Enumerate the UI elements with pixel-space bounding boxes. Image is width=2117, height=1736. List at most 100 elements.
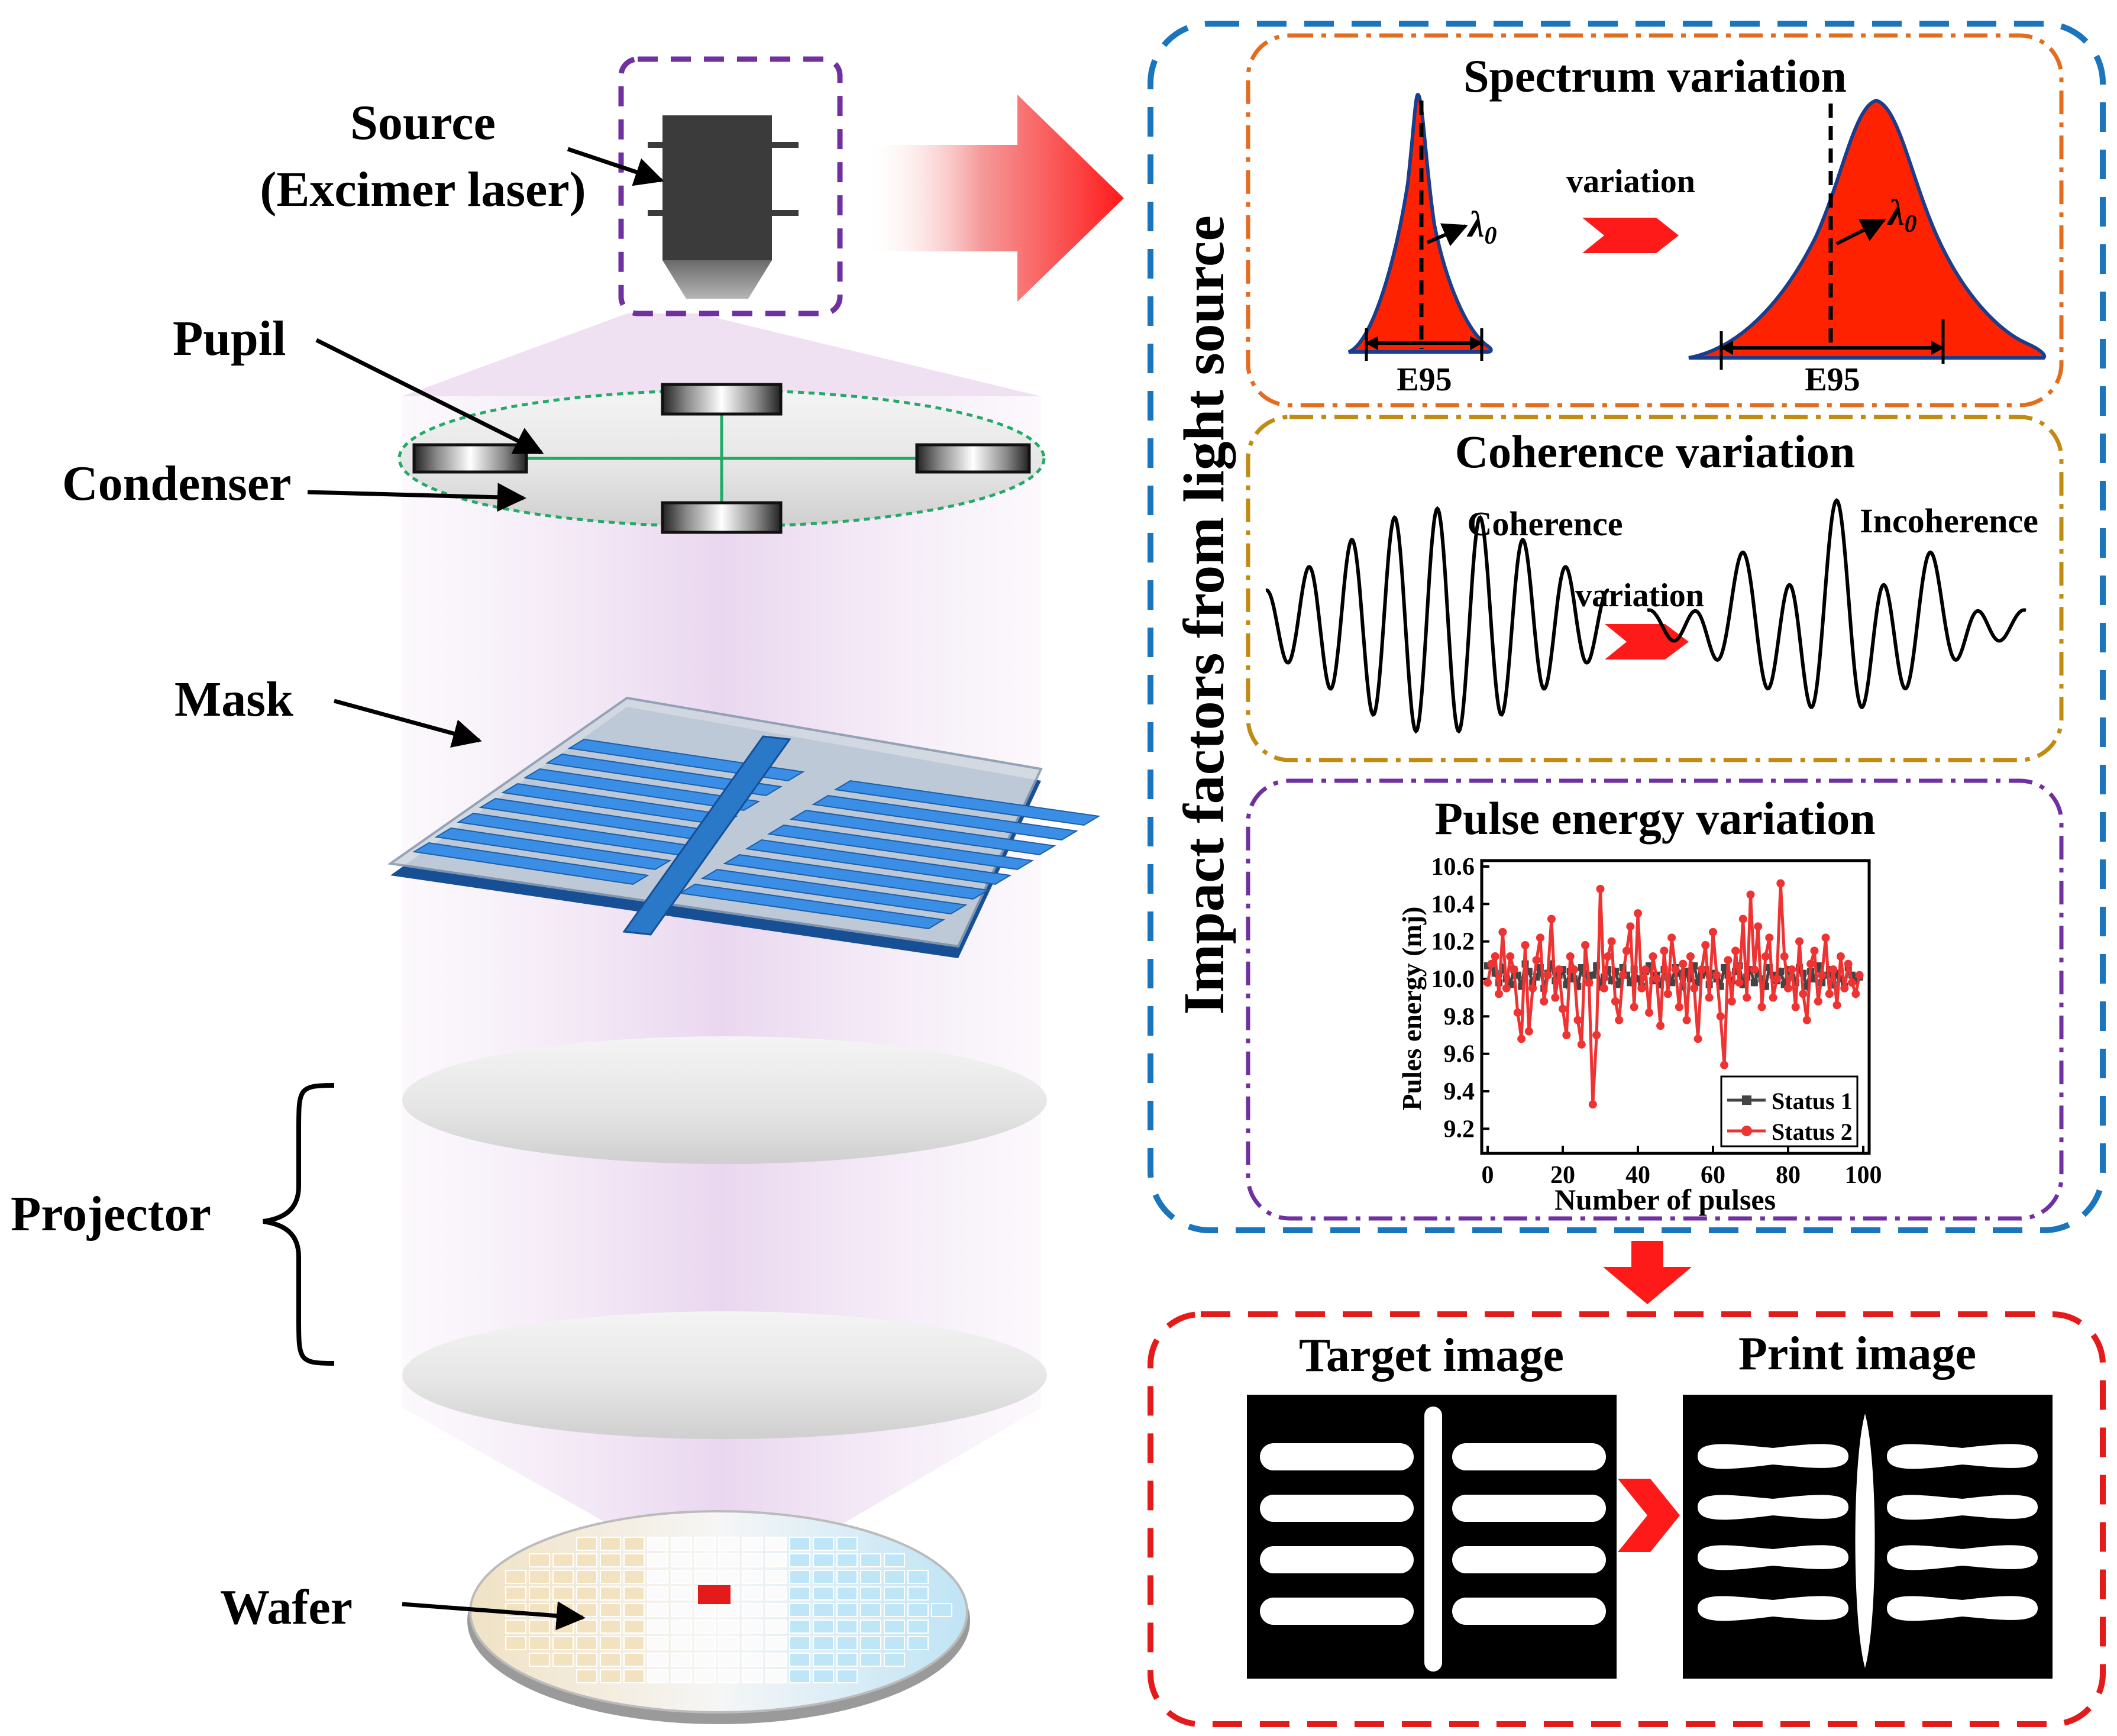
wafer-die [907,1603,929,1617]
factors-to-output-arrow [1603,1241,1692,1304]
data-point [1818,971,1827,979]
data-point [1667,933,1676,942]
data-point [1547,914,1556,923]
data-point [1577,1040,1586,1049]
data-point [1825,990,1834,998]
target-image-title: Target image [1299,1330,1564,1382]
coherence-variation-label: variation [1575,577,1704,614]
wafer-die [718,1653,739,1667]
wafer-die [647,1669,668,1683]
data-point [1682,1016,1691,1024]
wafer-die [836,1619,858,1634]
wafer-die [671,1603,692,1617]
wafer-die [529,1653,550,1667]
wafer-die [671,1570,692,1584]
impact-factors-vertical-title: Impact factors from light source [1172,215,1236,1015]
wafer-die [647,1553,668,1567]
data-point [1795,937,1804,946]
wafer-die [623,1570,645,1584]
data-point [1750,979,1758,987]
wafer-die [718,1553,739,1567]
wafer-die [765,1537,787,1551]
data-point [1686,952,1695,961]
pupil-pointer-arrow [315,338,544,455]
data-point [1660,946,1669,955]
mask-bar [745,839,1012,885]
projector-brace [263,1083,335,1366]
wafer-die [600,1636,621,1650]
wafer-die [836,1570,858,1584]
y-tick-label: 9.8 [1444,1003,1475,1030]
data-point [1498,927,1507,936]
wafer-die [836,1553,858,1567]
wafer-die [694,1603,716,1617]
x-tick-label: 0 [1482,1162,1494,1189]
x-tick-label: 40 [1625,1162,1650,1189]
data-point [1777,968,1785,975]
projector-lens-icon [402,1036,1047,1439]
wafer-die [576,1669,597,1683]
data-point [1840,984,1849,993]
wafer-die [789,1570,810,1584]
data-point [1743,993,1751,1002]
mask-bar [678,883,945,930]
wafer-die [552,1636,574,1650]
wafer-die [789,1586,810,1601]
data-point [1746,890,1755,899]
data-point [1559,1004,1567,1013]
wafer-die [765,1636,787,1650]
wafer-die [907,1636,929,1650]
data-point [1649,952,1657,961]
wafer-die [789,1669,810,1683]
wafer-die [813,1603,834,1617]
wafer-die [718,1636,739,1650]
x-tick-label: 20 [1550,1162,1575,1189]
wafer-die [647,1619,668,1634]
data-point [1585,978,1594,987]
wafer-die [789,1537,810,1551]
print-bar [1887,1545,2038,1570]
data-point [1573,1016,1582,1024]
wafer-die [836,1653,858,1667]
wafer-die [836,1586,858,1601]
series-line-status-2 [1486,883,1861,1105]
wafer-icon [467,1510,970,1724]
source-laser-icon [618,56,843,316]
pulse-title: Pulse energy variation [1434,793,1875,844]
data-point [1626,922,1635,931]
wafer-die [623,1537,645,1551]
data-point [1705,993,1714,1002]
data-point [1765,933,1774,942]
wafer-die [742,1636,763,1650]
data-point [1727,997,1736,1006]
wafer-die [552,1570,574,1584]
mask-bar [523,768,761,812]
wafer-die [671,1669,692,1683]
wafer-die [576,1553,597,1567]
data-point [1532,956,1541,965]
data-point [1832,1001,1841,1010]
wafer-die [860,1636,881,1650]
data-point [1554,965,1563,974]
data-point [1679,959,1688,968]
wafer-die [600,1553,621,1567]
data-point [1851,990,1860,998]
wafer-die [600,1669,621,1683]
wafer-die [576,1653,597,1667]
wafer-die [505,1636,526,1650]
wafer-die [813,1636,834,1650]
mask-bar [700,868,968,915]
wafer-die [789,1653,810,1667]
print-bar [1887,1444,2038,1469]
data-point [1513,1008,1522,1017]
x-tick-label: 80 [1776,1162,1801,1189]
wafer-die [671,1653,692,1667]
data-point [1581,941,1590,949]
wafer-die [647,1653,668,1667]
data-point [1592,1031,1601,1039]
wafer-die [789,1636,810,1650]
wafer-die [576,1586,597,1601]
data-point [1847,978,1856,987]
wafer-die [505,1619,526,1634]
data-point [1821,933,1830,942]
